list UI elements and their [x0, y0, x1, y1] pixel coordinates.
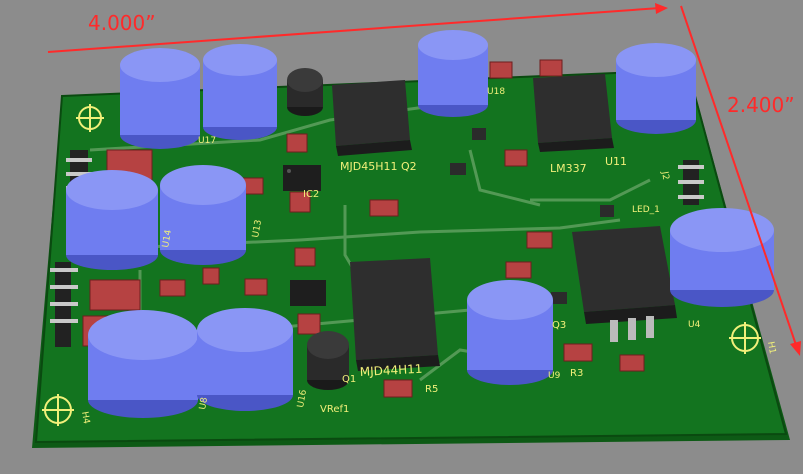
package-q2	[332, 80, 412, 156]
dimension-height: 2.400”	[680, 5, 801, 356]
q3-label: Q3	[552, 320, 566, 331]
u9-label: U9	[548, 371, 561, 381]
capacitor-c6	[160, 165, 246, 265]
ic-lower-soic	[290, 280, 326, 306]
small-transistors	[450, 128, 614, 304]
r3-label: R3	[570, 368, 583, 379]
pin-header-j2: J2	[659, 160, 704, 205]
u16-label: U16	[296, 389, 309, 409]
lm337-label: LM337	[550, 162, 587, 175]
capacitor-c1	[120, 48, 200, 149]
pin-header-left-bottom	[50, 262, 78, 347]
u18-label: U18	[487, 87, 505, 97]
package-lm337	[533, 74, 614, 152]
capacitor-c10	[197, 308, 293, 411]
mounting-hole-h4: H4	[42, 394, 91, 426]
h1-label: H1	[765, 341, 777, 355]
u14-label: U14	[161, 229, 174, 249]
mounting-hole-h1: H1	[729, 322, 777, 355]
u17-label: U17	[198, 136, 216, 146]
capacitor-c5	[66, 170, 158, 270]
capacitor-c7	[670, 208, 774, 307]
height-dimension-label: 2.400”	[727, 93, 795, 117]
mounting-hole-top-left	[76, 104, 104, 132]
u13-label: U13	[251, 219, 264, 239]
top-to92	[287, 68, 323, 116]
silkscreen-labels: MJD45H11 Q2 LM337 U11 IC2 U17 U18 U13 U1…	[161, 87, 700, 415]
q2-label: MJD45H11 Q2	[340, 160, 417, 173]
u4-label: U4	[688, 320, 701, 330]
dimension-width: 4.000”	[47, 3, 668, 53]
width-dimension-label: 4.000”	[88, 11, 156, 35]
r5-label: R5	[425, 384, 438, 395]
q1-label: MJD44H11	[359, 362, 422, 379]
capacitor-c2	[203, 44, 277, 140]
q1-ref-label: Q1	[342, 374, 356, 385]
package-q1	[350, 258, 440, 371]
ic-ic2	[283, 165, 321, 191]
resistors	[82, 59, 645, 398]
led-label: LED_1	[632, 205, 660, 215]
vref-label: VRef1	[320, 404, 349, 415]
package-u8-regulator	[572, 226, 677, 342]
capacitor-c3	[418, 30, 488, 117]
u11-label: U11	[605, 155, 627, 168]
capacitor-c9	[88, 310, 198, 418]
h4-label: H4	[79, 411, 91, 425]
u8-label: U8	[198, 396, 210, 410]
vref-to92	[307, 331, 349, 390]
capacitor-c4	[616, 43, 696, 134]
capacitor-c8	[467, 280, 553, 385]
j2-label: J2	[659, 170, 670, 181]
ic2-label: IC2	[303, 189, 319, 200]
